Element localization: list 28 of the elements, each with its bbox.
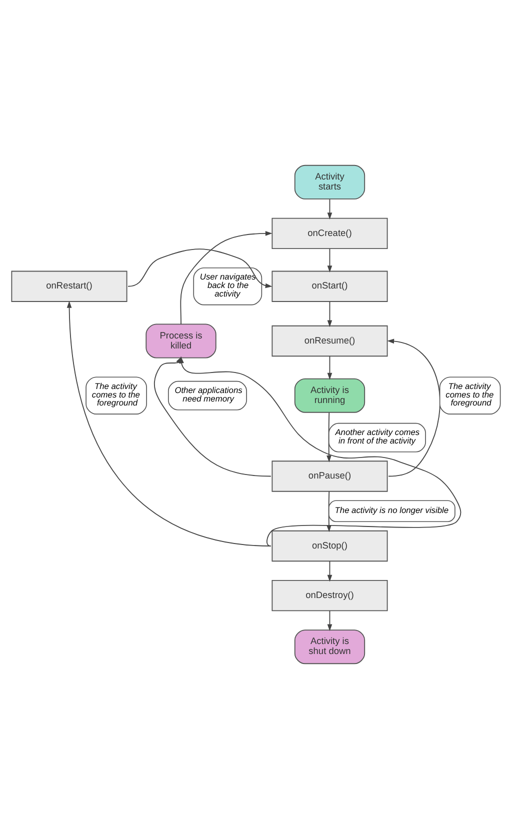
node-box: onStart(): [272, 270, 388, 302]
node-box: onStop(): [272, 530, 388, 562]
node-box: onResume(): [272, 324, 388, 356]
arrow: [66, 300, 272, 546]
node-box: Process is killed: [146, 323, 216, 358]
edge-label: Other applications need memory: [174, 384, 242, 403]
node-box: Activity is shut down: [294, 629, 366, 664]
arrow: [327, 198, 332, 220]
arrow: [327, 610, 332, 631]
arrow: [387, 338, 440, 476]
node-box: onRestart(): [11, 270, 128, 302]
edge-label: User navigates back to the activity: [200, 271, 256, 298]
node-box: onPause(): [272, 460, 388, 492]
arrow: [327, 248, 332, 272]
node-box: Activity starts: [294, 164, 366, 199]
edge-label: The activity is no longer visible: [334, 504, 449, 514]
edge-label: The activity comes to the foreground: [92, 380, 140, 408]
arrow: [180, 230, 272, 324]
arrow: [327, 560, 332, 582]
node-box: Activity is running: [294, 378, 366, 412]
edge-label: Another activity comes in front of the activity: [335, 426, 420, 445]
node-box: onDestroy(): [272, 580, 388, 611]
arrow: [327, 300, 332, 327]
arrow: [327, 355, 332, 380]
node-box: onCreate(): [272, 217, 388, 248]
arrow: [179, 356, 462, 546]
arrow: [128, 248, 272, 288]
edge-label: The activity comes to the foreground: [446, 380, 494, 408]
